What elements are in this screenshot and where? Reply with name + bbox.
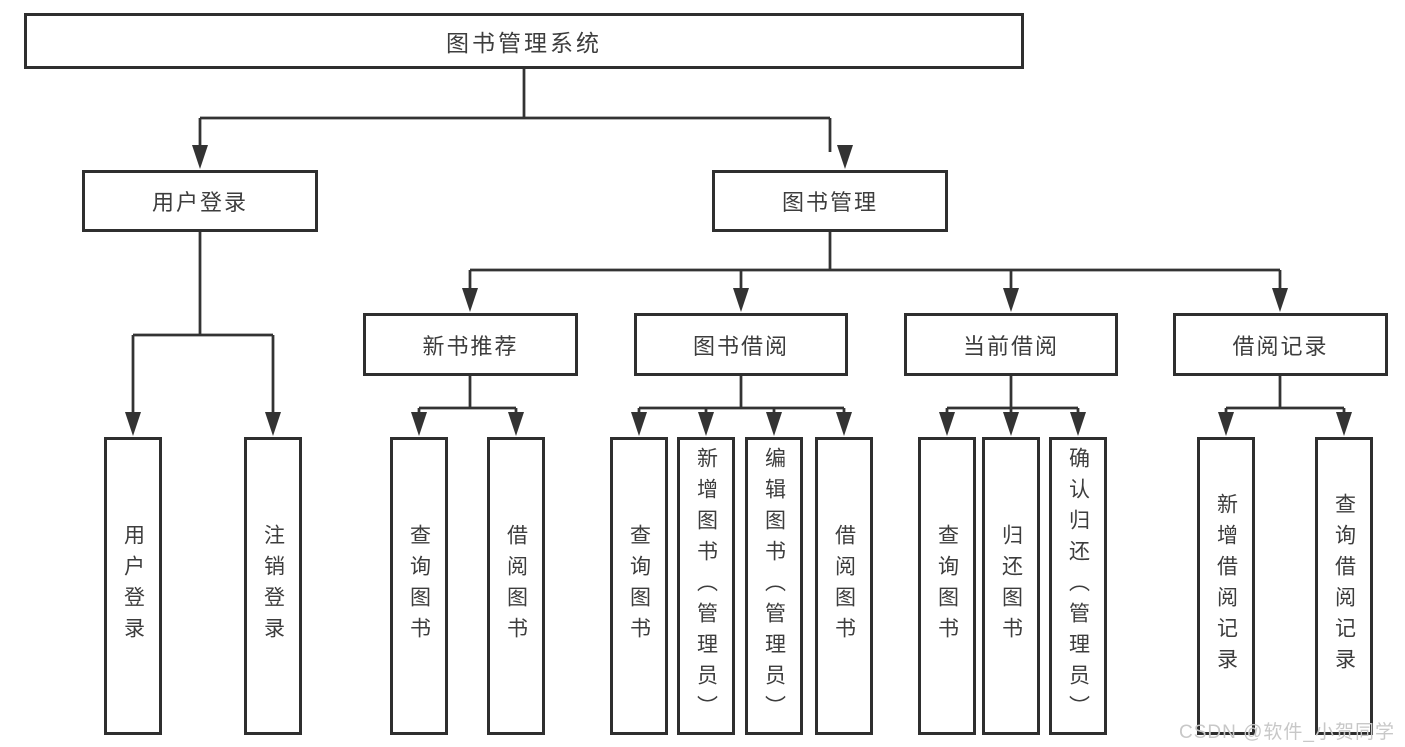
node-label: 新书推荐 bbox=[422, 333, 519, 359]
node-leaf-return-book: 归还图书 bbox=[982, 437, 1040, 735]
node-label: 归还图书 bbox=[999, 524, 1023, 648]
node-label: 借阅图书 bbox=[832, 524, 856, 648]
node-leaf-confirm-return-admin: 确认归还（管理员） bbox=[1049, 437, 1107, 735]
node-book-borrowing: 图书借阅 bbox=[634, 313, 848, 376]
node-leaf-query-books-current: 查询图书 bbox=[918, 437, 976, 735]
arrowheads bbox=[125, 145, 1352, 436]
node-leaf-add-borrow-record: 新增借阅记录 bbox=[1197, 437, 1255, 735]
node-new-book-recommend: 新书推荐 bbox=[363, 313, 578, 376]
node-label: 图书管理 bbox=[781, 190, 878, 215]
node-label: 查询借阅记录 bbox=[1332, 493, 1356, 679]
node-label: 用户登录 bbox=[151, 190, 248, 215]
node-leaf-borrow-books: 借阅图书 bbox=[815, 437, 873, 735]
csdn-watermark: CSDN @软件_小贺同学 bbox=[1179, 722, 1395, 743]
node-label: 查询图书 bbox=[935, 524, 959, 648]
node-leaf-query-books-borrow: 查询图书 bbox=[610, 437, 668, 735]
node-label: 编辑图书（管理员） bbox=[762, 446, 786, 726]
node-current-borrowing: 当前借阅 bbox=[904, 313, 1118, 376]
node-book-management: 图书管理 bbox=[712, 170, 948, 232]
node-label: 当前借阅 bbox=[962, 333, 1059, 359]
node-label: 图书借阅 bbox=[692, 333, 789, 359]
node-label: 新增借阅记录 bbox=[1214, 493, 1238, 679]
node-leaf-logout: 注销登录 bbox=[244, 437, 302, 735]
node-label: 借阅记录 bbox=[1232, 333, 1329, 359]
node-leaf-query-borrow-record: 查询借阅记录 bbox=[1315, 437, 1373, 735]
node-leaf-borrow-books-recommend: 借阅图书 bbox=[487, 437, 545, 735]
node-label: 用户登录 bbox=[121, 524, 145, 648]
node-leaf-query-books-recommend: 查询图书 bbox=[390, 437, 448, 735]
node-label: 借阅图书 bbox=[504, 524, 528, 648]
node-label: 确认归还（管理员） bbox=[1066, 446, 1090, 726]
node-user-login: 用户登录 bbox=[82, 170, 318, 232]
node-borrowing-records: 借阅记录 bbox=[1173, 313, 1388, 376]
node-label: 注销登录 bbox=[261, 524, 285, 648]
node-label: 查询图书 bbox=[407, 524, 431, 648]
node-leaf-edit-book-admin: 编辑图书（管理员） bbox=[745, 437, 803, 735]
node-label: 查询图书 bbox=[627, 524, 651, 648]
node-label: 图书管理系统 bbox=[446, 30, 602, 56]
node-leaf-user-login: 用户登录 bbox=[104, 437, 162, 735]
node-leaf-add-book-admin: 新增图书（管理员） bbox=[677, 437, 735, 735]
node-root-library-management-system: 图书管理系统 bbox=[24, 13, 1024, 69]
node-label: 新增图书（管理员） bbox=[694, 446, 718, 726]
